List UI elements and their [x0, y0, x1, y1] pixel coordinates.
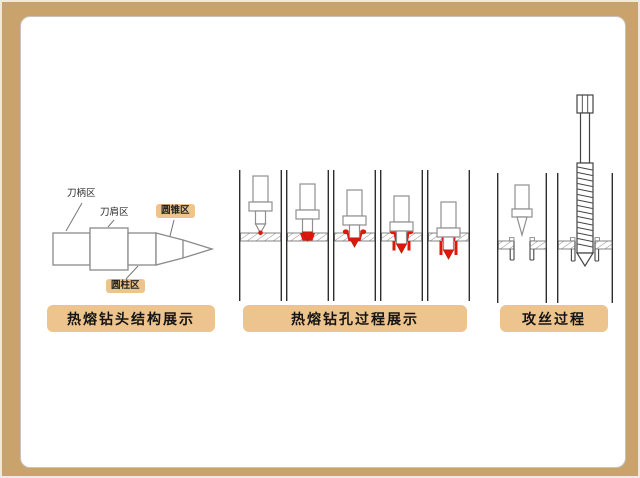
molten-drill-tip [301, 231, 314, 242]
label-shank-region: 刀柄区 [67, 188, 96, 199]
drill-shoulder-region [89, 227, 129, 271]
process-step-3 [342, 189, 367, 248]
label-cylinder-region: 圆柱区 [106, 279, 145, 293]
pilot-hole-panel [498, 184, 547, 261]
tap-thread-lines [577, 95, 593, 248]
bushing-collar [570, 237, 600, 242]
tap-tip [575, 252, 595, 268]
bushing-collar [509, 237, 535, 242]
tap-shank [579, 112, 591, 164]
label-shoulder-region: 刀肩区 [100, 207, 129, 218]
diagram-card: 刀柄区 刀肩区 圆锥区 圆柱区 [20, 16, 626, 468]
drill-structure-diagram [52, 202, 215, 280]
workpiece-sheet [498, 240, 547, 250]
molten-drill-tip [442, 249, 455, 260]
caption-process: 热熔钻孔过程展示 [243, 305, 467, 332]
molten-drill-tip [395, 243, 408, 254]
process-step-4 [389, 195, 414, 254]
formed-bushing [509, 241, 535, 261]
process-step-5 [436, 201, 461, 260]
pointed-tool [511, 184, 533, 238]
tapping-process-diagram [496, 94, 614, 303]
drill-cylinder-region [127, 232, 157, 266]
process-step-1 [248, 175, 273, 236]
molten-contact-point [258, 230, 263, 236]
leader-lines [65, 202, 175, 280]
process-step-2 [295, 183, 320, 242]
drill-bit-outline [52, 227, 215, 271]
tap-tool [575, 94, 595, 268]
drill-tool [295, 183, 320, 233]
drill-tool [389, 195, 414, 245]
process-panel-walls [239, 170, 471, 301]
molten-drill-tip [348, 237, 361, 248]
caption-tapping: 攻丝过程 [500, 305, 608, 332]
drill-cone-region [155, 232, 215, 266]
label-cone-region: 圆锥区 [156, 204, 195, 218]
flow-drilling-process-diagram [239, 170, 471, 301]
tapping-panel [558, 94, 613, 268]
formed-bushing [570, 241, 600, 262]
drill-shank-region [52, 232, 91, 266]
tapping-panel-walls [496, 173, 614, 303]
drill-tool [436, 201, 461, 251]
caption-structure: 热熔钻头结构展示 [47, 305, 215, 332]
drill-tool [342, 189, 367, 239]
drill-tool [248, 175, 273, 235]
tap-square-head [576, 94, 594, 114]
